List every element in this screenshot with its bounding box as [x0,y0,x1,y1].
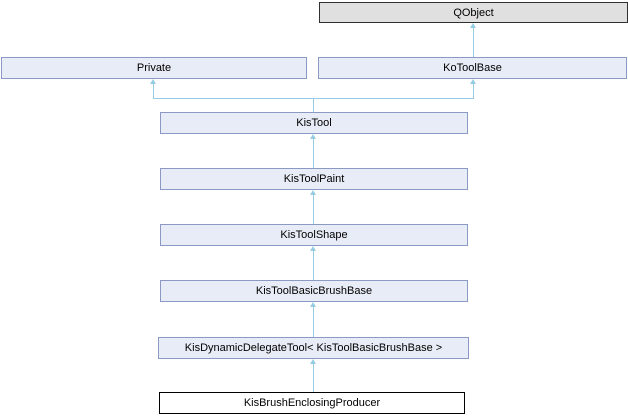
arrowhead-icon [470,23,476,28]
arrowhead-icon [310,302,316,307]
edge-kistool-private [153,84,154,98]
class-node-kisbrushenclosingproducer: KisBrushEnclosingProducer [159,392,465,414]
arrowhead-icon [310,190,316,195]
arrowhead-icon [150,79,156,84]
arrowhead-icon [310,359,316,364]
edge-kisbrushenclosingproducer-kisdynamicdelegatetool [313,364,314,392]
arrowhead-icon [310,246,316,251]
class-node-kistool[interactable]: KisTool [160,112,468,134]
edge-kotoolbase-qobject [473,28,474,57]
edge-kistoolbasicbrushbase-kistoolshape [313,251,314,280]
class-node-qobject: QObject [319,2,628,23]
class-node-kistoolpaint[interactable]: KisToolPaint [160,168,468,190]
edge-kistoolshape-kistoolpaint [313,195,314,224]
arrowhead-icon [470,79,476,84]
class-node-kistoolbasicbrushbase[interactable]: KisToolBasicBrushBase [160,280,468,302]
edge-kistool-stub [313,98,314,112]
arrowhead-icon [310,134,316,139]
edge-kistoolpaint-kistool [313,139,314,168]
class-node-private[interactable]: Private [1,57,307,79]
class-node-kotoolbase[interactable]: KoToolBase [318,57,627,79]
class-node-kistoolshape[interactable]: KisToolShape [160,224,468,246]
class-node-kisdynamicdelegatetool[interactable]: KisDynamicDelegateTool< KisToolBasicBrus… [158,337,469,359]
edge-kisdynamicdelegatetool-kistoolbasicbrushbase [313,307,314,337]
edge-kistool-branch [153,98,474,99]
edge-kistool-kotoolbase [473,84,474,98]
